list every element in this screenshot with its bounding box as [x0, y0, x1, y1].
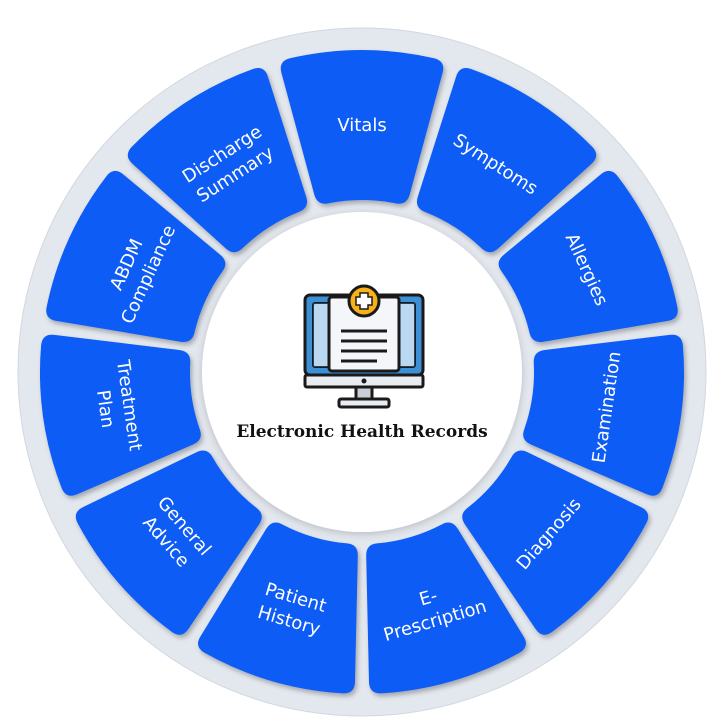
segment-label-line: E- [417, 585, 440, 610]
segment-label-vitals: Vitals [337, 115, 386, 136]
segments-group [39, 50, 685, 694]
segment-treatment-plan [39, 334, 201, 496]
segment-allergies [498, 170, 678, 342]
segment-vitals [280, 50, 444, 204]
segment-diagnosis [462, 450, 649, 635]
center-title: Electronic Health Records [236, 422, 487, 442]
segment-symptoms [416, 68, 597, 253]
segment-discharge-summary [127, 68, 308, 253]
segment-patient-history [198, 522, 358, 694]
segment-abdm-compliance [46, 170, 226, 342]
segment-general-advice [75, 450, 262, 635]
segment-e-prescription [366, 522, 526, 694]
computer-medical-record-icon [303, 284, 425, 409]
segment-examination [523, 334, 685, 496]
segment-label-line: Vitals [337, 115, 386, 136]
